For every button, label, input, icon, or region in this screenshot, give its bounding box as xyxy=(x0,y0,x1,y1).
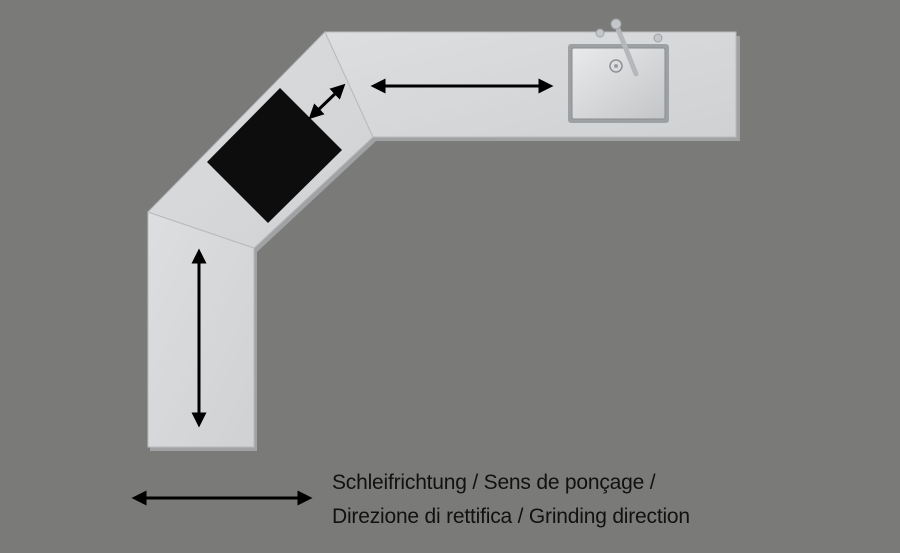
faucet-icon xyxy=(595,18,663,77)
sink xyxy=(568,18,669,123)
legend-line-1: Schleifrichtung / Sens de ponçage / xyxy=(332,471,656,494)
arrow-corner-segment xyxy=(308,83,346,120)
legend-caption: Schleifrichtung / Sens de ponçage / Dire… xyxy=(332,466,690,534)
countertop-left-segment xyxy=(147,211,255,448)
drain-icon xyxy=(609,59,623,73)
legend-line-2: Direzione di rettifica / Grinding direct… xyxy=(332,505,690,528)
cooktop xyxy=(207,88,342,223)
